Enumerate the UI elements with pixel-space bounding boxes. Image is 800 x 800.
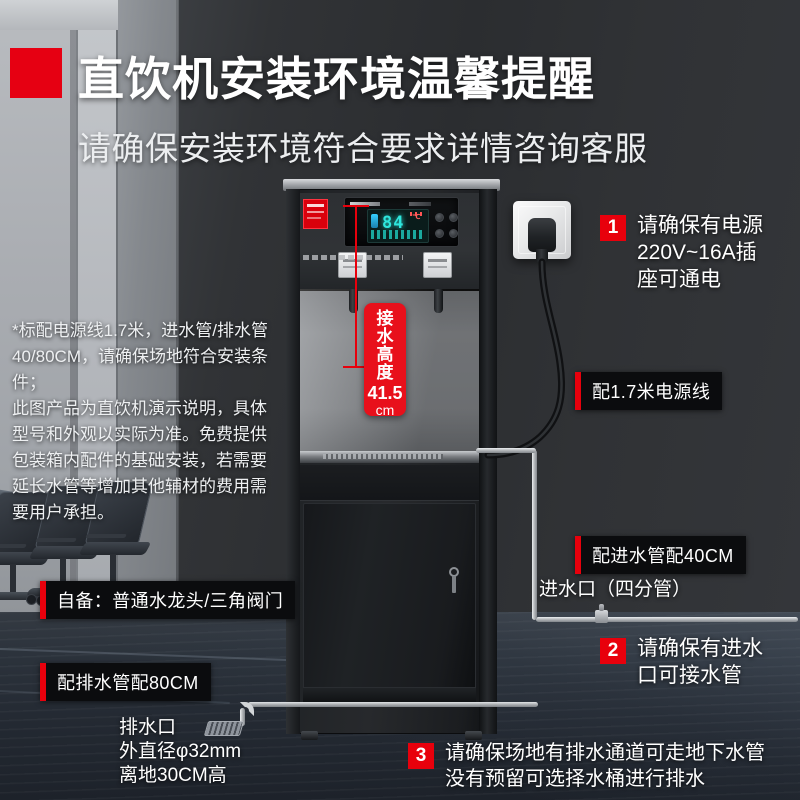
hot-water-spout [349,289,358,313]
cold-water-spout [434,289,443,313]
badge-char-3: 高 [376,345,394,364]
lcd-screen: 84 ℃ [367,209,429,243]
drain-pipe-horizontal [248,702,538,707]
note-number: 1 [600,215,626,241]
lcd-water-icon [371,214,378,228]
label-text: 配进水管配40CM [592,546,734,566]
control-button-1[interactable] [435,213,444,222]
badge-value: 41.5 [367,383,403,403]
height-measure-line [355,205,357,367]
inlet-pipe-to-machine [476,448,536,453]
display-model-text [409,202,431,206]
drain-pipe-vertical [240,708,245,726]
lcd-indicator-dots [410,212,424,216]
label-accent-bar [575,536,581,574]
badge-char-4: 度 [376,363,394,382]
label-accent-bar [575,372,581,410]
dispenser-left-edge [286,189,300,734]
inlet-pipe-vertical [532,450,537,620]
label-text: 自备：普通水龙头/三角阀门 [57,591,284,611]
brand-red-block [10,48,62,98]
label-text: 配1.7米电源线 [592,382,711,402]
disclaimer-text: *标配电源线1.7米，进水管/排水管40/80CM，请确保场地符合安装条件； 此… [12,321,268,522]
badge-char-2: 水 [376,327,394,346]
label-drain-hose: 配排水管配80CM [40,663,211,701]
button-line [428,259,447,262]
drain-port-text: 排水口 外直径φ32mm 离地30CM高 [119,717,242,786]
page-title: 直饮机安装环境温馨提醒 [78,53,595,105]
background-wall-seam [176,0,179,660]
button-line [343,266,362,268]
badge-char-1: 接 [376,309,394,328]
label-accent-bar [40,581,46,619]
cabinet-base-trim [303,687,476,703]
note-text: 请确保有进水 口可接水管 [637,637,763,687]
background-window-mullion [70,0,76,640]
background-ceiling [0,0,118,30]
label-inlet-hose: 配进水管配40CM [575,536,746,574]
inlet-pipe-horizontal [536,617,798,622]
dispenser-foot [301,731,318,740]
control-button-4[interactable] [449,229,458,238]
height-measure-cap-top [343,205,369,207]
dispenser-foot [465,731,482,740]
note-text: 请确保有电源 220V~16A插 座可通电 [637,214,763,291]
power-plug-neck [536,249,548,263]
label-power-cord: 配1.7米电源线 [575,372,723,410]
lcd-temperature-unit: ℃ [412,214,421,221]
cabinet-door[interactable] [303,503,476,703]
inlet-port-text: 进水口（四分管） [539,579,692,600]
note-number: 2 [600,638,626,664]
drip-tray-grate [323,454,443,459]
lock-stem [452,576,456,593]
header: 直饮机安装环境温馨提醒 请确保安装环境符合要求详情咨询客服 [0,0,800,180]
numbered-note-2: 2 请确保有进水 口可接水管 [600,635,763,689]
dispenser-right-edge [479,189,497,734]
dispenser-top-cap [283,179,500,191]
control-button-2[interactable] [449,213,458,222]
label-text: 配排水管配80CM [57,673,199,693]
lcd-status-bar [371,230,425,239]
dispenser-caption-strip [303,255,403,260]
power-plug [528,218,556,252]
label-self-prepare: 自备：普通水龙头/三角阀门 [40,581,296,619]
water-dispenser: 84 ℃ [283,179,500,754]
display-header-strip [350,201,453,207]
note-text: 请确保场地有排水通道可走地下水管 没有预留可选择水桶进行排水 [445,742,765,790]
height-measure-cap-bottom [343,366,369,368]
note-number: 3 [408,743,434,769]
label-accent-bar [40,663,46,701]
numbered-note-3: 3 请确保场地有排水通道可走地下水管 没有预留可选择水桶进行排水 [408,740,765,792]
water-height-badge: 接 水 高 度 41.5 cm [364,303,406,418]
button-line [343,259,362,262]
mid-panel [300,465,479,501]
cabinet-lock-icon[interactable] [449,567,459,593]
page-subtitle: 请确保安装环境符合要求详情咨询客服 [78,130,648,167]
drain-pipe-elbow [240,702,254,716]
badge-unit: cm [375,402,395,418]
brand-sticker [303,199,328,229]
button-line [428,266,447,268]
control-button-3[interactable] [435,229,444,238]
numbered-note-1: 1 请确保有电源 220V~16A插 座可通电 [600,212,763,293]
lcd-temperature-value: 84 [382,213,405,233]
inlet-valve [595,604,608,623]
display-brand-logo [350,202,380,206]
cold-water-button[interactable] [423,252,452,278]
